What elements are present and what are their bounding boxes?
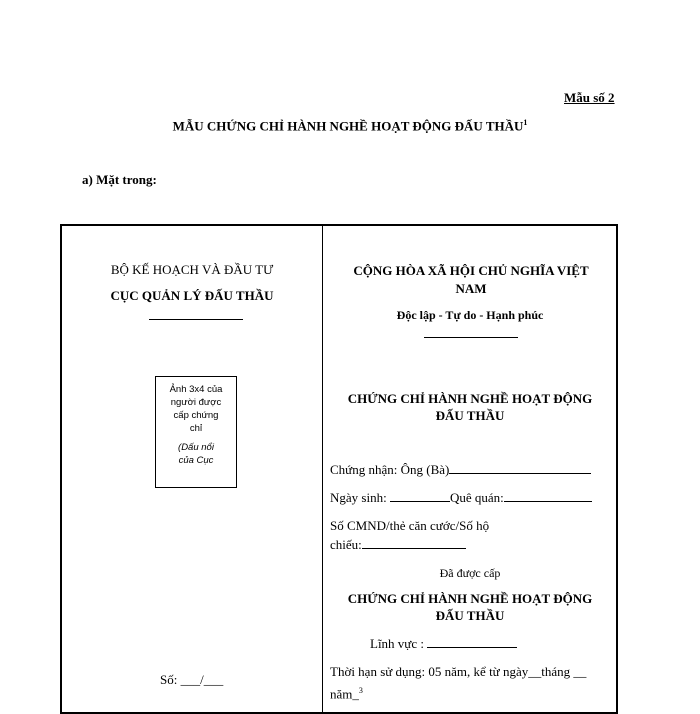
id-label-line-2: chiếu: [330, 537, 362, 552]
practice-field: Lĩnh vực : [370, 634, 518, 653]
validity-field: Thời hạn sử dụng: 05 năm, kể từ ngày__th… [330, 662, 614, 703]
hometown-label: Quê quán: [449, 490, 504, 505]
id-number-blank [361, 535, 466, 549]
certificate-title-repeat-line-1: CHỨNG CHỈ HÀNH NGHỀ HOẠT ĐỘNG [347, 591, 593, 606]
hometown-blank [503, 488, 592, 502]
validity-footnote: 3 [358, 686, 363, 695]
national-motto: Độc lập - Tự do - Hạnh phúc [396, 308, 544, 322]
photo-stamp-note: (Dấu nổi của Cục [156, 441, 236, 467]
certificate-frame: BỘ KẾ HOẠCH VÀ ĐẦU TƯ CỤC QUẢN LÝ ĐẤU TH… [60, 224, 618, 714]
country-line-1: CỘNG HÒA XÃ HỘI CHỦ NGHĨA VIỆT [353, 263, 589, 278]
id-number-field: Số CMND/thẻ căn cước/Số hộ chiếu: [330, 516, 489, 554]
title-footnote: 1 [523, 118, 528, 127]
dob-label: Ngày sinh: [330, 490, 390, 505]
photo-line-1: Ảnh 3x4 của [169, 384, 223, 395]
section-label: a) Mặt trong: [82, 172, 157, 187]
photo-stamp-line-1: (Dấu nổi [178, 442, 214, 453]
id-label-line-1: Số CMND/thẻ căn cước/Số hộ [330, 518, 490, 533]
left-column: BỘ KẾ HOẠCH VÀ ĐẦU TƯ CỤC QUẢN LÝ ĐẤU TH… [62, 226, 322, 712]
ministry-name: BỘ KẾ HOẠCH VÀ ĐẦU TƯ [110, 262, 274, 277]
holder-name-blank [449, 460, 592, 474]
serial-number-field: Số: ___/___ [160, 672, 224, 687]
dob-blank [389, 488, 450, 502]
certificate-title-repeat: CHỨNG CHỈ HÀNH NGHỀ HOẠT ĐỘNG ĐẤU THẦU [324, 590, 616, 624]
agency-underline [149, 319, 243, 320]
practice-field-label: Lĩnh vực : [370, 636, 428, 651]
certificate-title-repeat-line-2: ĐẤU THẦU [435, 608, 505, 623]
certificate-title-line-2: ĐẤU THẦU [435, 408, 505, 423]
motto-underline [424, 337, 518, 338]
document-title-text: MẪU CHỨNG CHỈ HÀNH NGHỀ HOẠT ĐỘNG ĐẤU TH… [172, 118, 524, 134]
country-name: CỘNG HÒA XÃ HỘI CHỦ NGHĨA VIỆT NAM [336, 262, 606, 298]
certificate-title-line-1: CHỨNG CHỈ HÀNH NGHỀ HOẠT ĐỘNG [347, 391, 593, 406]
document-title: MẪU CHỨNG CHỈ HÀNH NGHỀ HOẠT ĐỘNG ĐẤU TH… [0, 118, 700, 134]
validity-line-2: năm_ [330, 686, 359, 702]
photo-line-4: chỉ [189, 423, 203, 434]
photo-stamp-line-2: của Cục [178, 455, 214, 466]
country-line-2: NAM [455, 281, 487, 296]
right-column: CỘNG HÒA XÃ HỘI CHỦ NGHĨA VIỆT NAM Độc l… [324, 226, 616, 712]
column-divider [322, 226, 323, 712]
photo-line-3: cấp chứng [173, 410, 219, 421]
holder-name-label: Chứng nhận: Ông (Bà) [330, 462, 450, 477]
certificate-title: CHỨNG CHỈ HÀNH NGHỀ HOẠT ĐỘNG ĐẤU THẦU [324, 390, 616, 424]
issued-text: Đã được cấp [439, 566, 501, 580]
agency-name: CỤC QUẢN LÝ ĐẤU THẦU [110, 288, 274, 303]
photo-line-2: người được [170, 397, 222, 408]
form-number: Mẫu số 2 [564, 90, 615, 105]
dob-hometown-field: Ngày sinh: Quê quán: [330, 488, 592, 507]
practice-field-blank [427, 634, 518, 648]
holder-name-field: Chứng nhận: Ông (Bà) [330, 460, 592, 479]
validity-line-1: Thời hạn sử dụng: 05 năm, kể từ ngày__th… [330, 664, 587, 679]
photo-placeholder: Ảnh 3x4 của người được cấp chứng chỉ (Dấ… [155, 376, 237, 488]
